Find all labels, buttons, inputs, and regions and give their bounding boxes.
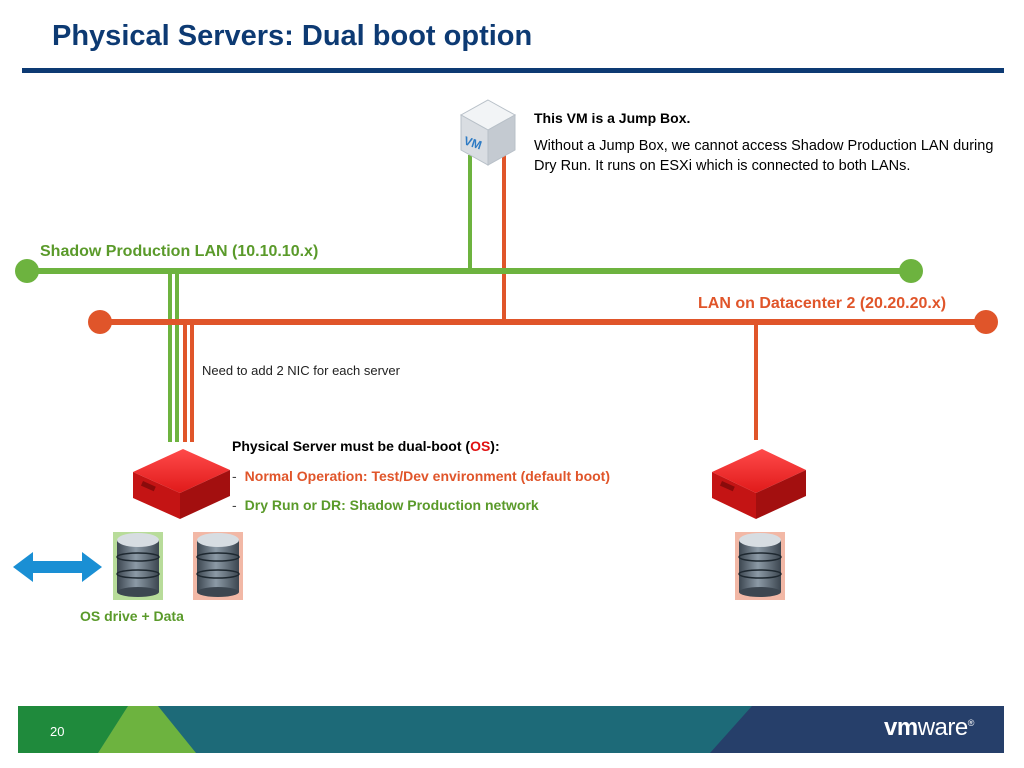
database-icon xyxy=(735,532,785,600)
vm-orange-link xyxy=(502,155,506,320)
heading-suffix: ): xyxy=(490,438,500,454)
page-title: Physical Servers: Dual boot option xyxy=(52,20,533,52)
footer-band xyxy=(18,706,1004,753)
vm-box-icon: VM xyxy=(459,99,517,166)
os-drive-label: OS drive + Data xyxy=(80,608,184,624)
bidirectional-arrow-icon xyxy=(13,552,102,582)
heading-os: OS xyxy=(470,438,491,454)
server1-green-links xyxy=(168,270,179,442)
jump-box-heading: This VM is a Jump Box. xyxy=(534,110,691,126)
vmware-logo: vmware® xyxy=(884,714,974,742)
vm-icon-label: VM xyxy=(462,134,483,153)
database-icon xyxy=(193,532,243,600)
server1-orange-links xyxy=(183,322,194,442)
bullet-text: Dry Run or DR: Shadow Production network xyxy=(244,497,539,513)
database-icon xyxy=(113,532,163,600)
nic-note: Need to add 2 NIC for each server xyxy=(202,363,400,378)
shadow-lan-line xyxy=(15,259,923,283)
logo-suffix: ware xyxy=(917,714,969,741)
bullet-dry-run: -Dry Run or DR: Shadow Production networ… xyxy=(232,497,539,513)
server-icon xyxy=(133,449,230,519)
heading-prefix: Physical Server must be dual-boot ( xyxy=(232,438,471,454)
jump-box-description: Without a Jump Box, we cannot access Sha… xyxy=(534,138,994,174)
datacenter-lan-line xyxy=(88,310,998,334)
logo-prefix: vm xyxy=(884,714,918,741)
bullet-normal-operation: -Normal Operation: Test/Dev environment … xyxy=(232,468,610,484)
title-rule xyxy=(22,68,1004,73)
datacenter-lan-label: LAN on Datacenter 2 (20.20.20.x) xyxy=(698,295,947,312)
server-icon xyxy=(712,449,806,519)
page-number: 20 xyxy=(50,724,65,739)
server2-orange-link xyxy=(754,322,758,440)
vm-green-link xyxy=(468,155,472,270)
bullet-text: Normal Operation: Test/Dev environment (… xyxy=(244,468,610,484)
physical-server-heading: Physical Server must be dual-boot (OS): xyxy=(232,438,500,454)
logo-mark: ® xyxy=(967,718,975,728)
shadow-lan-label: Shadow Production LAN (10.10.10.x) xyxy=(40,243,319,260)
